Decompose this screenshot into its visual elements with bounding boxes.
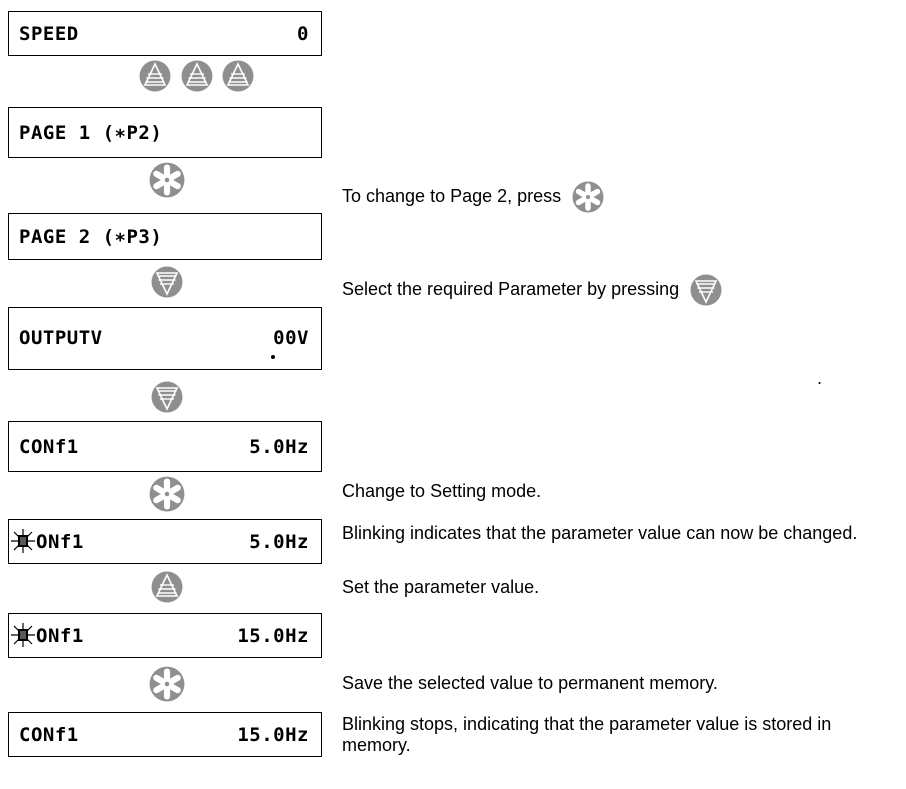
up-arrow-key-icon[interactable] — [139, 60, 171, 92]
note-select-param: Select the required Parameter by pressin… — [342, 274, 722, 306]
up-arrow-key-icon[interactable] — [222, 60, 254, 92]
lcd-value: 15.0Hz — [237, 723, 309, 746]
lcd-label: PAGE 1 (∗P2) — [19, 121, 163, 144]
lcd-value: 5.0Hz — [249, 435, 309, 458]
lcd-display-conf1: CONf1 5.0Hz — [8, 421, 322, 472]
blinking-cursor-icon — [11, 623, 35, 647]
note-text: Save the selected value to permanent mem… — [342, 673, 718, 693]
lcd-label: ONf1 — [36, 624, 84, 647]
note-text: . — [817, 368, 823, 388]
lcd-label: OUTPUTV — [19, 327, 103, 349]
asterisk-enter-key-icon — [572, 181, 604, 213]
note-set-value: Set the parameter value. — [342, 577, 539, 597]
note-page2: To change to Page 2, press — [342, 181, 604, 213]
asterisk-enter-key-icon[interactable] — [149, 162, 185, 198]
lcd-display-conf1-blinking-new: ONf1 15.0Hz — [8, 613, 322, 658]
note-dot: . — [817, 368, 822, 388]
lcd-value: 15.0Hz — [237, 624, 309, 647]
lcd-display-outputv: OUTPUTV 00V — [8, 307, 322, 370]
lcd-display-page1: PAGE 1 (∗P2) — [8, 107, 322, 158]
lcd-display-speed: SPEED 0 — [8, 11, 322, 56]
asterisk-enter-key-icon[interactable] — [149, 666, 185, 702]
note-blinking: Blinking indicates that the parameter va… — [342, 524, 862, 543]
note-setting-mode: Change to Setting mode. — [342, 481, 541, 501]
blinking-cursor-icon — [11, 529, 35, 553]
note-text: Change to Setting mode. — [342, 481, 542, 501]
up-arrow-key-icon[interactable] — [181, 60, 213, 92]
lcd-label: CONf1 — [19, 723, 79, 746]
note-text: To change to Page 2, press — [342, 185, 562, 206]
lcd-label: SPEED — [19, 22, 79, 45]
note-text: Blinking stops, indicating that the para… — [342, 714, 832, 755]
lcd-label: PAGE 2 (∗P3) — [19, 225, 163, 248]
lcd-value: 00V — [273, 327, 309, 349]
lcd-label: ONf1 — [36, 530, 84, 553]
lcd-display-conf1-blinking: ONf1 5.0Hz — [8, 519, 322, 564]
lcd-label: CONf1 — [19, 435, 79, 458]
note-text: Select the required Parameter by pressin… — [342, 278, 680, 299]
decimal-point — [271, 355, 275, 359]
up-arrow-key-icon[interactable] — [151, 571, 183, 603]
down-arrow-key-icon[interactable] — [151, 266, 183, 298]
note-text: Blinking indicates that the parameter va… — [342, 523, 858, 543]
lcd-display-page2: PAGE 2 (∗P3) — [8, 213, 322, 260]
down-arrow-key-icon — [690, 274, 722, 306]
lcd-value: 5.0Hz — [249, 530, 309, 553]
note-stored: Blinking stops, indicating that the para… — [342, 714, 890, 756]
note-save: Save the selected value to permanent mem… — [342, 673, 718, 693]
lcd-display-conf1-stored: CONf1 15.0Hz — [8, 712, 322, 757]
lcd-value: 0 — [297, 22, 309, 45]
note-text: Set the parameter value. — [342, 577, 540, 597]
asterisk-enter-key-icon[interactable] — [149, 476, 185, 512]
down-arrow-key-icon[interactable] — [151, 381, 183, 413]
